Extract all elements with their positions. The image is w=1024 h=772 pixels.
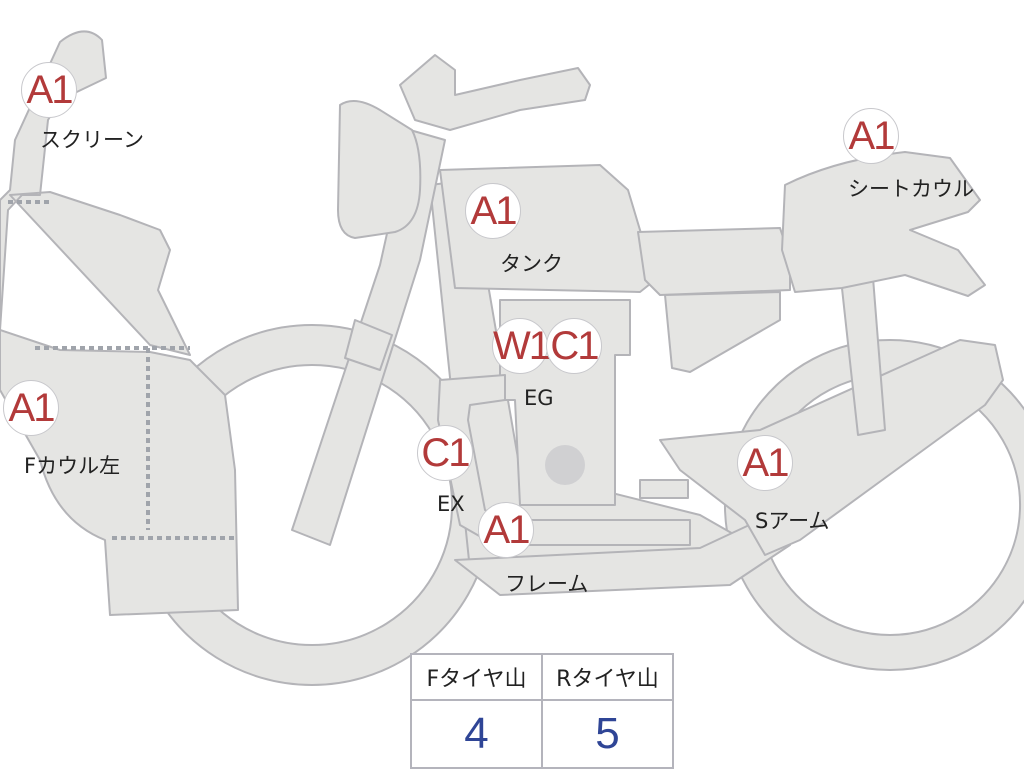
grade-badge-engine-c: C1 xyxy=(546,318,602,374)
side-cover xyxy=(664,291,781,373)
front-tire-value: 4 xyxy=(410,699,543,769)
grade-badge-f-cowl-left: A1 xyxy=(3,380,59,436)
front-cowl-shape xyxy=(0,30,239,616)
part-label-f-cowl-left: Fカウル左 xyxy=(24,454,121,478)
rear-tire-value: 5 xyxy=(541,699,674,769)
headlight xyxy=(337,100,422,239)
grade-badge-screen: A1 xyxy=(21,62,77,118)
grade-badge-exhaust: C1 xyxy=(417,425,473,481)
part-label-screen: スクリーン xyxy=(40,128,144,152)
part-label-frame: フレーム xyxy=(505,572,589,596)
part-label-swingarm: Sアーム xyxy=(755,509,830,533)
tire-tread-table: Fタイヤ山 Rタイヤ山 4 5 xyxy=(410,653,674,769)
rear-tire-header: Rタイヤ山 xyxy=(541,653,674,701)
front-tire-header: Fタイヤ山 xyxy=(410,653,543,701)
seat xyxy=(637,227,791,296)
grade-badge-swingarm: A1 xyxy=(737,435,793,491)
seat-cowl-shape xyxy=(781,151,986,297)
grade-badge-engine-w: W1 xyxy=(492,318,551,374)
part-label-engine: EG xyxy=(524,386,554,410)
grade-badge-frame: A1 xyxy=(478,502,534,558)
part-label-exhaust: EX xyxy=(437,492,465,516)
part-label-tank: タンク xyxy=(500,252,563,276)
part-label-seat-cowl: シートカウル xyxy=(848,177,974,201)
foot-peg xyxy=(639,479,689,499)
handlebar xyxy=(399,54,591,131)
swingarm-shape xyxy=(659,339,1004,556)
grade-badge-tank: A1 xyxy=(465,183,521,239)
fork-clamp xyxy=(344,319,393,371)
grade-badge-seat-cowl: A1 xyxy=(843,108,899,164)
